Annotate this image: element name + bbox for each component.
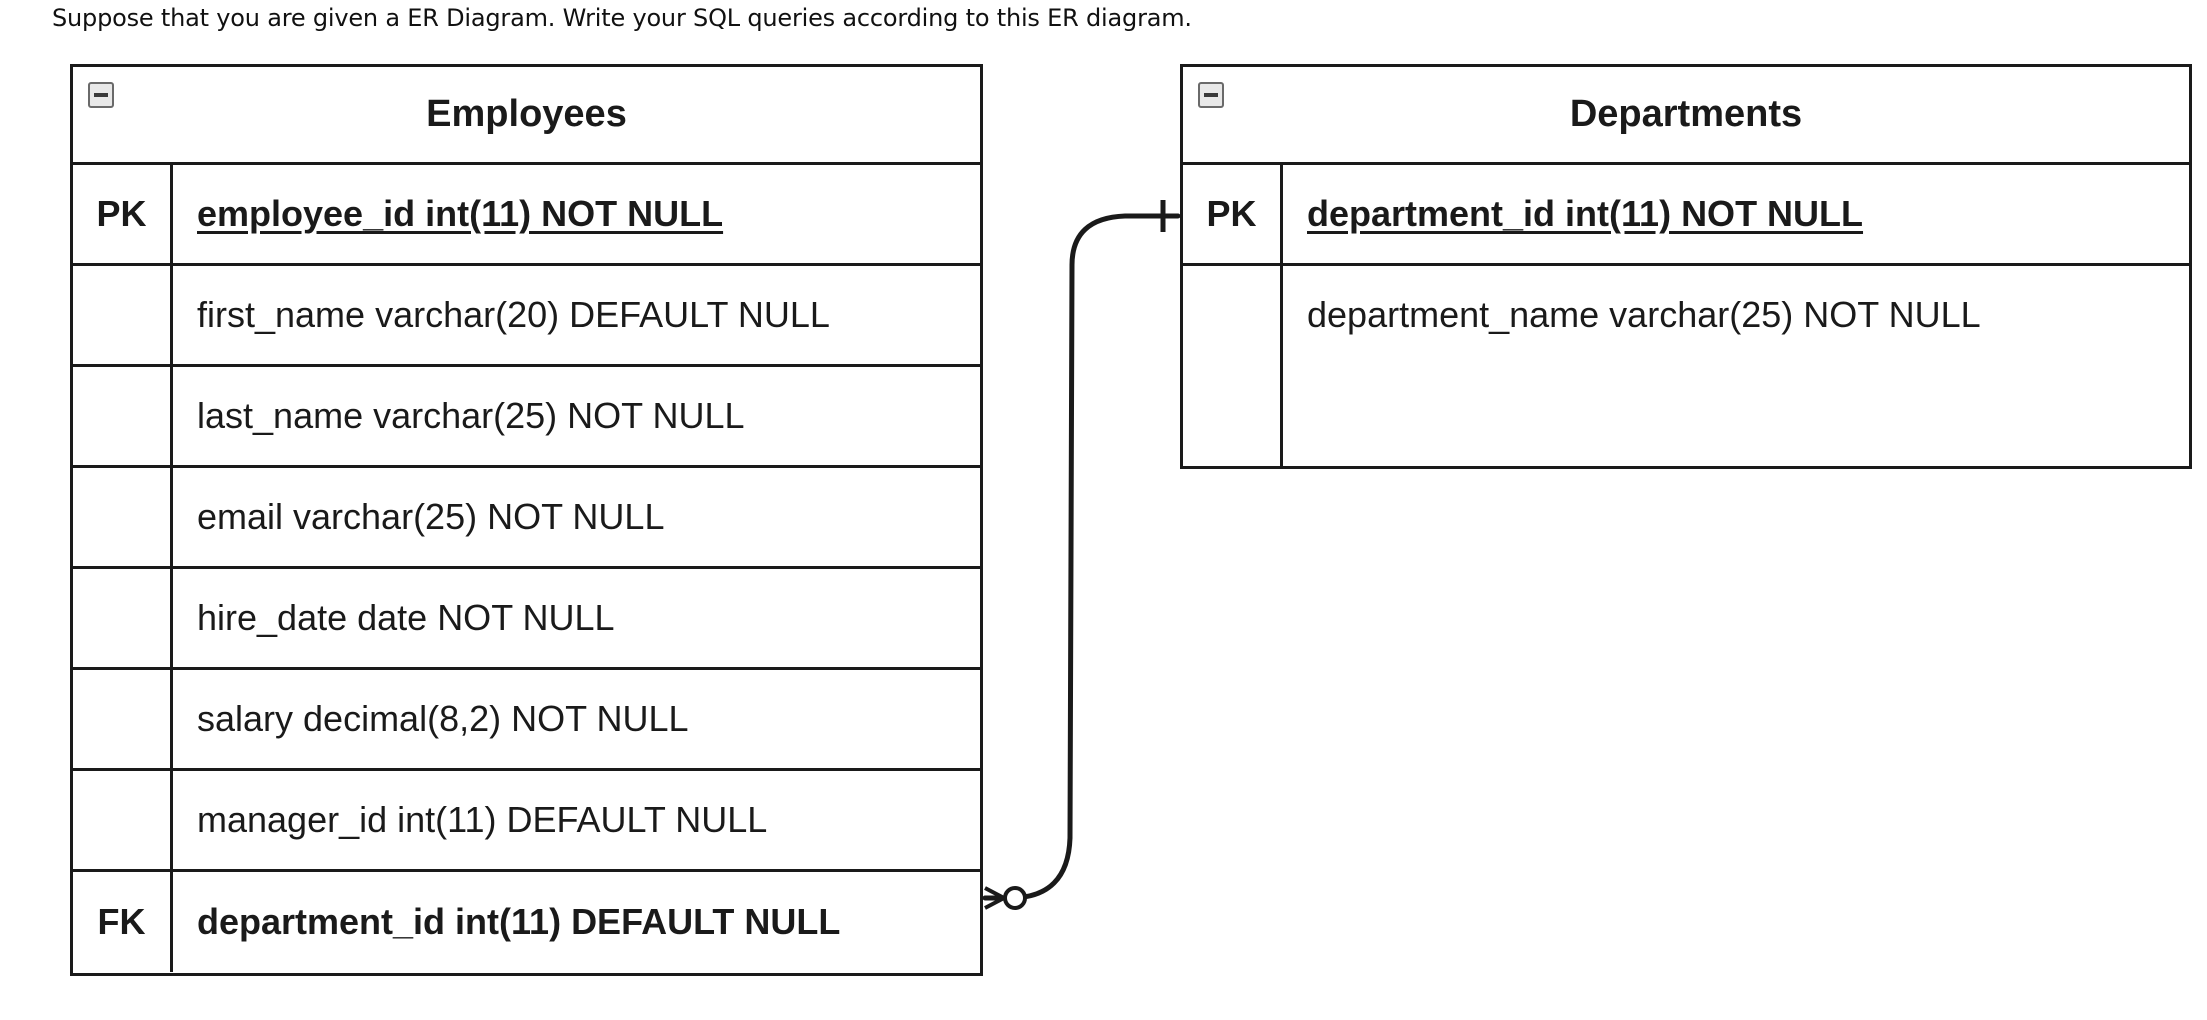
hire-date-field: hire_date date NOT NULL	[197, 597, 615, 638]
departments-title: Departments	[1569, 93, 1803, 135]
employees-row-last-name[interactable]: last_name varchar(25) NOT NULL	[73, 367, 980, 468]
employees-row-employee-id[interactable]: PK employee_id int(11) NOT NULL	[73, 165, 980, 266]
salary-field: salary decimal(8,2) NOT NULL	[197, 698, 689, 739]
relationship-line	[982, 213, 1181, 901]
manager-id-field: manager_id int(11) DEFAULT NULL	[197, 799, 768, 840]
employees-row-first-name[interactable]: first_name varchar(20) DEFAULT NULL	[73, 266, 980, 367]
key-cell	[73, 569, 173, 667]
foreign-key-label: FK	[73, 872, 173, 972]
key-cell	[73, 771, 173, 869]
primary-key-label: PK	[73, 165, 173, 263]
key-cell	[73, 367, 173, 465]
question-prompt: Suppose that you are given a ER Diagram.…	[52, 4, 1192, 32]
employees-row-email[interactable]: email varchar(25) NOT NULL	[73, 468, 980, 569]
email-field: email varchar(25) NOT NULL	[197, 496, 665, 537]
collapse-icon[interactable]	[1198, 82, 1224, 108]
departments-row-department-name[interactable]: department_name varchar(25) NOT NULL	[1183, 266, 2189, 467]
collapse-icon[interactable]	[88, 82, 114, 108]
crows-foot-mark	[984, 896, 1005, 910]
employees-header[interactable]: Employees	[73, 67, 980, 165]
department-id-fk-field: department_id int(11) DEFAULT NULL	[197, 901, 841, 942]
employees-table[interactable]: Employees PK employee_id int(11) NOT NUL…	[70, 64, 983, 976]
departments-row-department-id[interactable]: PK department_id int(11) NOT NULL	[1183, 165, 2189, 266]
last-name-field: last_name varchar(25) NOT NULL	[197, 395, 745, 436]
first-name-field: first_name varchar(20) DEFAULT NULL	[197, 294, 830, 335]
crows-foot-mark	[984, 886, 1005, 900]
key-cell	[73, 266, 173, 364]
key-cell	[1183, 266, 1283, 467]
departments-table[interactable]: Departments PK department_id int(11) NOT…	[1180, 64, 2192, 469]
departments-header[interactable]: Departments	[1183, 67, 2189, 165]
employees-row-department-id[interactable]: FK department_id int(11) DEFAULT NULL	[73, 872, 980, 972]
key-cell	[73, 670, 173, 768]
zero-cardinality-mark	[1003, 886, 1027, 910]
employee-id-field: employee_id int(11) NOT NULL	[197, 193, 724, 234]
employees-row-hire-date[interactable]: hire_date date NOT NULL	[73, 569, 980, 670]
department-id-pk-field: department_id int(11) NOT NULL	[1307, 193, 1864, 234]
department-name-field: department_name varchar(25) NOT NULL	[1307, 294, 1981, 335]
key-cell	[73, 468, 173, 566]
primary-key-label: PK	[1183, 165, 1283, 263]
employees-row-salary[interactable]: salary decimal(8,2) NOT NULL	[73, 670, 980, 771]
employees-row-manager-id[interactable]: manager_id int(11) DEFAULT NULL	[73, 771, 980, 872]
employees-title: Employees	[426, 93, 627, 135]
